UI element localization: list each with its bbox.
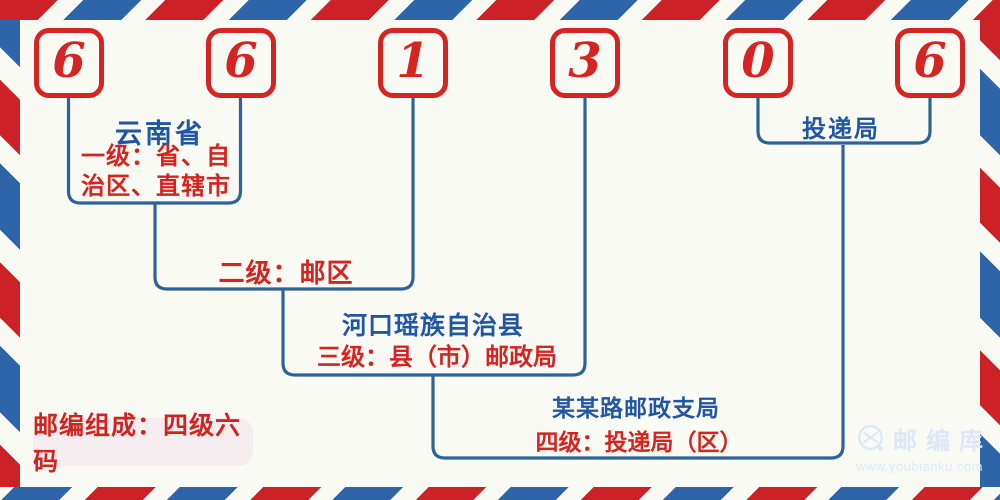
digit-6: 6 (913, 33, 947, 89)
digit-box-5: 0 (723, 28, 793, 98)
airmail-border-left (0, 0, 20, 500)
digit-5: 0 (741, 33, 775, 89)
digit-box-3: 1 (378, 28, 448, 98)
envelope-circle-icon (857, 424, 884, 451)
digit-box-1: 6 (34, 28, 104, 98)
airmail-border-bottom (0, 487, 1000, 500)
label-level4-description: 四级：投递局（区） (535, 429, 743, 455)
digit-box-2: 6 (206, 28, 276, 98)
label-county: 河口瑶族自治县 (341, 312, 525, 340)
digit-box-6: 6 (895, 28, 965, 98)
bracket-delivery (756, 97, 932, 145)
label-branch-office: 某某路邮政支局 (552, 395, 720, 421)
composition-badge-text: 邮编组成：四级六码 (33, 412, 242, 476)
digit-4: 3 (568, 33, 602, 89)
airmail-border-top (0, 0, 1000, 20)
label-delivery-office: 投递局 (802, 116, 880, 143)
label-province: 云南省 (115, 119, 205, 149)
watermark-brand[interactable]: 邮编库 (893, 428, 992, 455)
digit-box-4: 3 (550, 28, 620, 98)
watermark-url[interactable]: www.youbianku.com (856, 459, 983, 474)
composition-badge: 邮编组成：四级六码 (33, 412, 253, 476)
bracket-level4 (431, 145, 845, 460)
label-level2-description: 二级：邮区 (218, 258, 354, 288)
airmail-border-right (980, 0, 1000, 500)
digit-1: 6 (52, 33, 86, 89)
watermark: 邮编库 www.youbianku.com (856, 421, 992, 474)
digit-2: 6 (224, 33, 258, 89)
label-level3-description: 三级：县（市）邮政局 (317, 344, 557, 371)
digit-3: 1 (396, 33, 430, 89)
label-level1-description: 一级：省、自治区、直辖市 (81, 143, 231, 200)
